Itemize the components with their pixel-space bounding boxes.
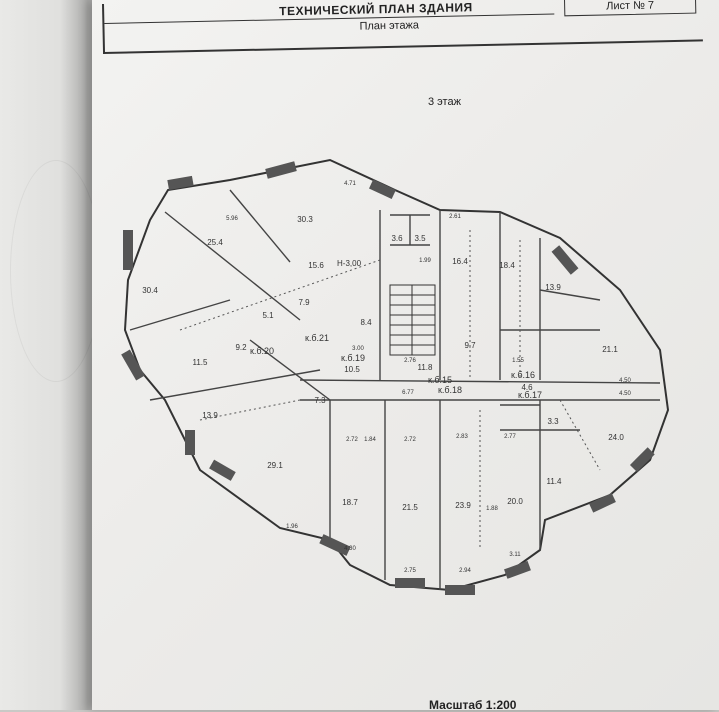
- room-28-area: 20.0: [507, 497, 523, 506]
- room-11-area: 11.4: [547, 477, 563, 486]
- room-18-area: 3.6: [391, 234, 403, 243]
- dim-13: 2.94: [459, 568, 471, 574]
- room-23-area: 5.1: [262, 311, 274, 320]
- corridor-21: к.б.21: [305, 333, 329, 343]
- dimension-lines: [179, 230, 601, 550]
- room-25-area: 9.2: [235, 343, 247, 352]
- room-26-area: 7.3: [314, 396, 326, 405]
- corridor-18: к.б.18: [438, 385, 462, 395]
- corridor-16: к.б.16: [511, 370, 535, 380]
- dim-3: 2.61: [449, 214, 461, 220]
- dimension-values: 4.71 5.96 2.61 1.99 4.50 4.50 3.00 2.76 …: [226, 181, 631, 574]
- dim-17: 2.83: [456, 434, 468, 440]
- dim-9: 6.77: [402, 390, 414, 396]
- room-4-area: 11.5: [193, 358, 209, 367]
- room-9-area: 13.9: [202, 411, 218, 420]
- corridor-20: к.б.20: [250, 346, 274, 356]
- room-22-area: 24.0: [608, 433, 624, 442]
- dim-21: 1.55: [512, 358, 524, 364]
- room-10-area: 8.4: [360, 318, 372, 327]
- dim-12: 2.75: [404, 568, 416, 574]
- room-labels: 30.4 25.4 30.3 11.5 29.1 23.9 21.5 15.6 …: [142, 215, 624, 512]
- room-17-area: 10.5: [344, 365, 360, 374]
- room-27-area: 18.7: [342, 498, 358, 507]
- dim-20: 1.88: [486, 506, 498, 512]
- room-8-area: 15.6: [308, 261, 324, 270]
- room-13-area: 13.9: [545, 283, 561, 292]
- room-29-area: 3.3: [547, 417, 559, 426]
- dim-5: 4.50: [619, 378, 631, 384]
- room-3-area: 30.3: [297, 215, 313, 224]
- dim-15: 2.72: [346, 437, 358, 443]
- corridor-15: к.б.15: [428, 375, 452, 385]
- dim-19: 1.84: [364, 437, 376, 443]
- room-1-area: 30.4: [142, 286, 158, 295]
- stair: [389, 284, 436, 356]
- height-mark: Н-3,00: [337, 259, 362, 268]
- interior-walls: [129, 189, 661, 590]
- room-20-area: 9.7: [464, 341, 476, 350]
- dim-14: 3.11: [509, 552, 521, 558]
- dim-16: 2.72: [404, 437, 416, 443]
- scale-label: Масштаб 1:200: [429, 698, 517, 712]
- dim-18: 2.77: [504, 434, 516, 440]
- room-19-area: 3.5: [414, 234, 426, 243]
- room-7-area: 21.5: [402, 503, 418, 512]
- windows: [121, 161, 655, 595]
- corridor-17: к.б.17: [518, 390, 542, 400]
- room-15-area: 11.8: [418, 363, 434, 372]
- dim-8: 2.76: [404, 358, 416, 364]
- dim-7: 3.00: [352, 346, 364, 352]
- dim-1: 4.71: [344, 181, 356, 187]
- room-2-area: 25.4: [207, 238, 223, 247]
- room-5-area: 29.1: [267, 461, 283, 470]
- dim-6: 4.50: [619, 391, 631, 397]
- corridor-19: к.б.19: [341, 353, 365, 363]
- room-14-area: 18.4: [499, 261, 515, 270]
- outer-wall: [123, 158, 670, 592]
- floor-label: 3 этаж: [428, 96, 461, 108]
- dim-4: 1.99: [419, 258, 431, 264]
- room-16-area: 4.6: [521, 383, 533, 392]
- dim-10: 1.96: [286, 524, 298, 530]
- room-21-area: 21.1: [602, 345, 618, 354]
- room-6-area: 23.9: [455, 501, 471, 510]
- dim-2: 5.96: [226, 216, 238, 222]
- room-24-area: 7.9: [298, 298, 310, 307]
- corridor-labels: к.б.15 к.б.16 к.б.17 к.б.18 к.б.19 к.б.2…: [250, 333, 542, 400]
- dim-11: 4.30: [344, 546, 356, 552]
- room-12-area: 16.4: [452, 257, 468, 266]
